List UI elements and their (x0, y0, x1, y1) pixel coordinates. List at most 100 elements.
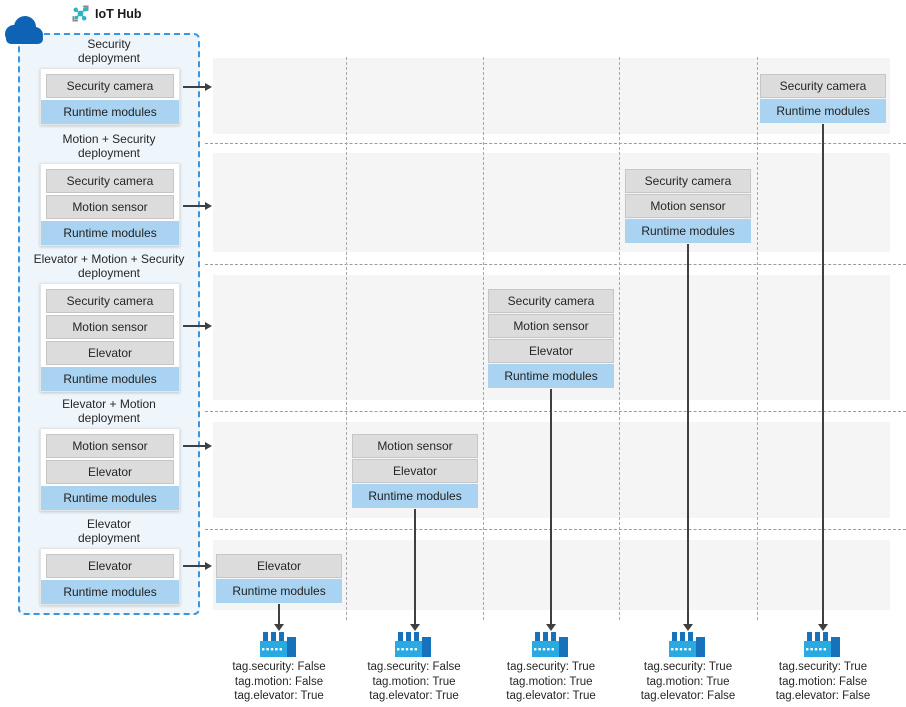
module-box: Security camera (488, 289, 614, 313)
tag-line: tag.security: False (367, 661, 461, 673)
arrow-elevator-motion-deployment (183, 442, 212, 450)
module-box: Security camera (625, 169, 751, 193)
runtime-modules-box: Runtime modules (41, 486, 179, 510)
module-box: Elevator (46, 460, 174, 484)
deployment-name: Motion + Security (62, 132, 156, 146)
deployment-heading-elevator-motion: Elevator + Motion deployment (18, 397, 200, 425)
cloud-icon (5, 16, 43, 44)
deployment-heading-elevator: Elevator deployment (18, 517, 200, 545)
deployment-heading-security: Security deployment (18, 37, 200, 65)
module-box: Motion sensor (46, 195, 174, 219)
arrow-to-device2 (410, 509, 420, 631)
iot-hub-header: IoT Hub (71, 4, 142, 23)
arrow-motion-security-deployment (183, 202, 212, 210)
row-separator (205, 529, 906, 530)
column-separator (619, 57, 620, 620)
module-box: Motion sensor (352, 434, 478, 458)
tag-line: tag.elevator: True (506, 690, 596, 702)
deployment-heading-elevator-motion-security: Elevator + Motion + Security deployment (18, 252, 200, 280)
column-separator (483, 57, 484, 620)
module-box: Motion sensor (488, 314, 614, 338)
deployment-card-security: Security camera Runtime modules (40, 68, 180, 125)
tag-line: tag.security: False (232, 661, 326, 673)
deployment-name: Elevator (86, 517, 132, 531)
deployment-word: deployment (77, 531, 141, 545)
deployment-card-elevator: Elevator Runtime modules (40, 548, 180, 605)
tag-line: tag.motion: False (778, 675, 868, 688)
device-tags-2: tag.security: False tag.motion: True tag… (346, 660, 482, 704)
module-box: Elevator (46, 554, 174, 578)
row-separator (205, 264, 906, 265)
module-box: Elevator (216, 554, 342, 578)
device-tags-4: tag.security: True tag.motion: True tag.… (620, 660, 756, 704)
tag-line: tag.security: True (643, 661, 733, 673)
tag-line: tag.elevator: False (775, 690, 871, 702)
arrow-elevator-deployment (183, 562, 212, 570)
factory-device-icon (532, 632, 568, 657)
factory-device-icon (804, 632, 840, 657)
factory-device-icon (669, 632, 705, 657)
runtime-modules-box: Runtime modules (41, 580, 179, 604)
deployed-stack-device5: Security camera Runtime modules (760, 74, 886, 123)
device-tags-5: tag.security: True tag.motion: False tag… (755, 660, 891, 704)
device-tags-3: tag.security: True tag.motion: True tag.… (483, 660, 619, 704)
runtime-modules-box: Runtime modules (41, 100, 179, 124)
target-band-motion-security (213, 153, 890, 252)
row-separator (205, 143, 906, 144)
runtime-modules-box: Runtime modules (760, 99, 886, 123)
module-box: Elevator (488, 339, 614, 363)
deployment-word: deployment (77, 411, 141, 425)
column-separator (346, 57, 347, 620)
module-box: Motion sensor (625, 194, 751, 218)
iot-hub-icon (72, 5, 89, 22)
deployment-name: Elevator + Motion + Security (33, 252, 185, 266)
tag-line: tag.elevator: True (369, 690, 459, 702)
deployment-word: deployment (77, 146, 141, 160)
deployment-name: Security (87, 37, 131, 51)
factory-device-icon (395, 632, 431, 657)
deployment-heading-motion-security: Motion + Security deployment (18, 132, 200, 160)
module-box: Security camera (46, 169, 174, 193)
arrow-to-device5 (818, 124, 828, 631)
module-box: Elevator (46, 341, 174, 365)
runtime-modules-box: Runtime modules (488, 364, 614, 388)
runtime-modules-box: Runtime modules (625, 219, 751, 243)
deployed-stack-device1: Elevator Runtime modules (216, 554, 342, 603)
deployment-card-motion-security: Security camera Motion sensor Runtime mo… (40, 163, 180, 246)
tag-line: tag.security: True (506, 661, 596, 673)
tag-line: tag.elevator: True (234, 690, 324, 702)
deployment-word: deployment (77, 266, 141, 280)
tag-line: tag.motion: True (509, 675, 593, 688)
tag-line: tag.motion: True (646, 675, 730, 688)
tag-line: tag.elevator: False (640, 690, 736, 702)
arrow-to-device3 (546, 389, 556, 631)
tag-line: tag.motion: True (372, 675, 456, 688)
runtime-modules-box: Runtime modules (41, 367, 179, 391)
deployed-stack-device4: Security camera Motion sensor Runtime mo… (625, 169, 751, 243)
tag-line: tag.security: True (778, 661, 868, 673)
module-box: Security camera (46, 289, 174, 313)
column-separator (757, 57, 758, 620)
factory-device-icon (260, 632, 296, 657)
runtime-modules-box: Runtime modules (41, 221, 179, 245)
row-separator (205, 411, 906, 412)
arrow-security-deployment (183, 83, 212, 91)
arrow-to-device4 (683, 244, 693, 631)
deployment-name: Elevator + Motion (62, 397, 156, 411)
deployment-word: deployment (77, 51, 141, 65)
deployment-card-elevator-motion-security: Security camera Motion sensor Elevator R… (40, 283, 180, 392)
iot-hub-label: IoT Hub (95, 6, 142, 21)
tag-line: tag.motion: False (234, 675, 324, 688)
module-box: Motion sensor (46, 434, 174, 458)
deployment-card-elevator-motion: Motion sensor Elevator Runtime modules (40, 428, 180, 511)
arrow-elevator-motion-security-deployment (183, 322, 212, 330)
module-box: Security camera (760, 74, 886, 98)
runtime-modules-box: Runtime modules (216, 579, 342, 603)
module-box: Elevator (352, 459, 478, 483)
arrow-to-device1 (274, 604, 284, 631)
runtime-modules-box: Runtime modules (352, 484, 478, 508)
deployed-stack-device2: Motion sensor Elevator Runtime modules (352, 434, 478, 508)
deployed-stack-device3: Security camera Motion sensor Elevator R… (488, 289, 614, 388)
module-box: Security camera (46, 74, 174, 98)
